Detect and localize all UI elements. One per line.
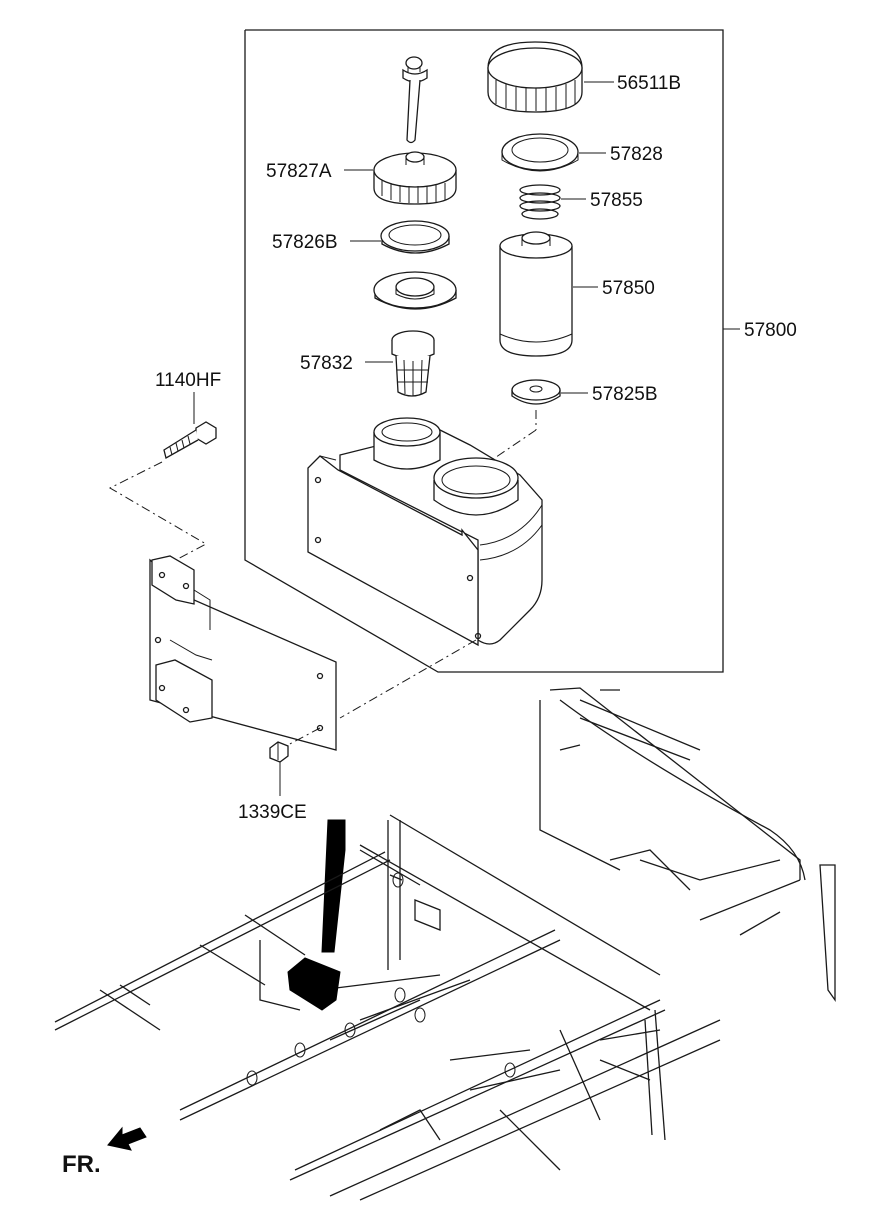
bolt-1140hf[interactable] bbox=[163, 421, 217, 459]
callout-57800: 57800 bbox=[744, 320, 797, 341]
callout-1339ce: 1339CE bbox=[238, 802, 307, 823]
assembly-box-outline bbox=[244, 29, 724, 673]
direction-label: FR. bbox=[62, 1151, 101, 1178]
front-arrow-icon bbox=[107, 1126, 147, 1151]
cap-56511b[interactable] bbox=[487, 41, 583, 113]
frame-holes bbox=[246, 872, 516, 1086]
mounting-bracket[interactable] bbox=[149, 555, 337, 751]
seal-57826b[interactable] bbox=[380, 220, 450, 254]
callout-57850: 57850 bbox=[602, 278, 655, 299]
vehicle-chassis-frame bbox=[54, 687, 836, 1201]
filter-element-57850[interactable] bbox=[499, 231, 573, 357]
location-pointer bbox=[321, 819, 346, 953]
adapter-ring[interactable] bbox=[373, 271, 457, 310]
callout-57828: 57828 bbox=[610, 144, 663, 165]
washer-57825b[interactable] bbox=[511, 379, 561, 405]
reservoir-location-on-frame bbox=[287, 957, 341, 1011]
callout-57826b: 57826B bbox=[272, 232, 338, 253]
callout-57827a: 57827A bbox=[266, 161, 332, 182]
callout-57832: 57832 bbox=[300, 353, 353, 374]
bleed-bolt[interactable] bbox=[402, 56, 428, 144]
ring-57828[interactable] bbox=[501, 133, 579, 172]
reservoir-tank[interactable] bbox=[307, 417, 543, 647]
nut-1339ce[interactable] bbox=[269, 741, 289, 763]
callout-56511b: 56511B bbox=[617, 73, 681, 94]
spring-57855[interactable] bbox=[519, 184, 561, 220]
callout-1140hf: 1140HF bbox=[155, 370, 221, 391]
cap-57827a[interactable] bbox=[373, 151, 457, 205]
callout-57855: 57855 bbox=[590, 190, 643, 211]
callout-57825b: 57825B bbox=[592, 384, 658, 405]
strainer-57832[interactable] bbox=[391, 330, 435, 397]
